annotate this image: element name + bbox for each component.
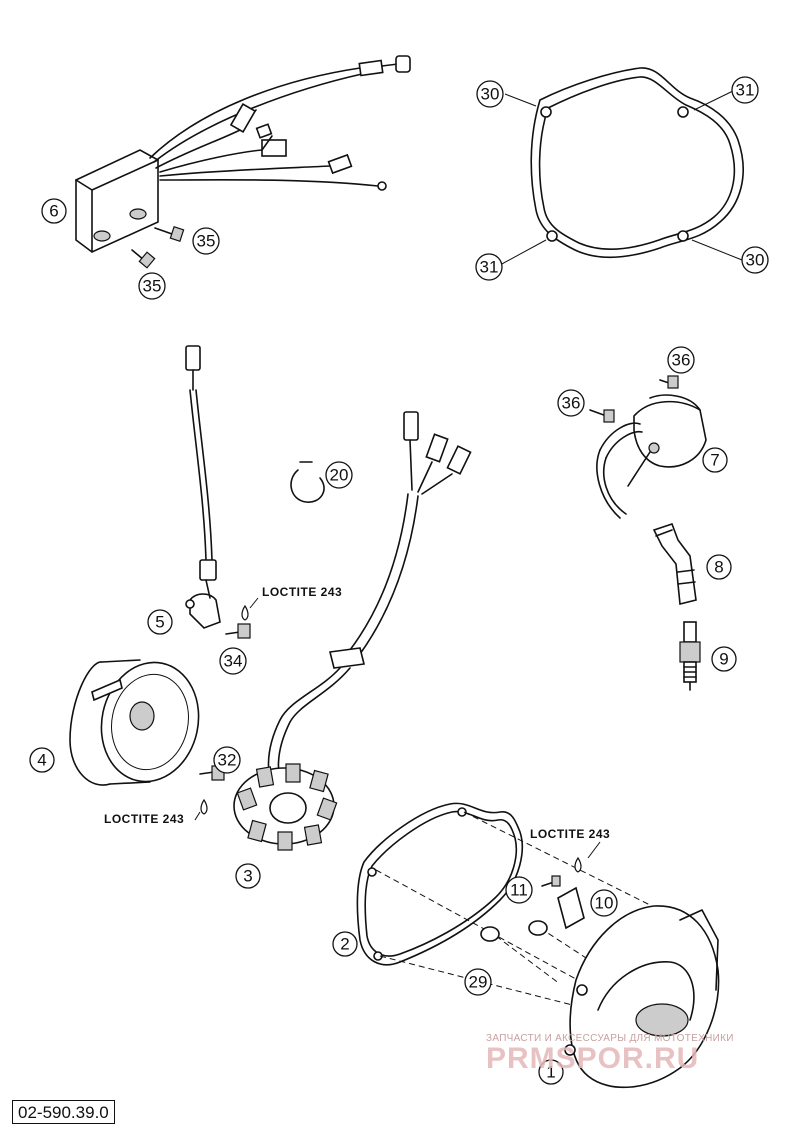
svg-text:7: 7 [710, 451, 719, 470]
callout-35a: 35 [192, 227, 220, 255]
bolt-icon [541, 875, 561, 887]
callout-20: 20 [325, 461, 353, 489]
callout-1: 1 [538, 1059, 564, 1085]
callout-30a: 30 [476, 80, 504, 108]
stator-icon [233, 763, 338, 851]
ignition-cover-icon [564, 905, 720, 1089]
callout-30b: 30 [741, 246, 769, 274]
loctite-label: LOCTITE 243 [262, 585, 342, 599]
watermark-brand: PRMSPOR.RU [486, 1042, 700, 1075]
watermark-tagline: ЗАПЧАСТИ И АКСЕССУАРЫ ДЛЯ МОТОТЕХНИКИ [486, 1033, 734, 1044]
svg-text:31: 31 [736, 81, 755, 100]
gasket-icon [356, 802, 523, 966]
svg-text:32: 32 [218, 751, 237, 770]
loctite-label-group: LOCTITE 243 LOCTITE 243 LOCTITE 243 [104, 585, 610, 841]
svg-text:2: 2 [340, 935, 349, 954]
svg-text:36: 36 [562, 394, 581, 413]
svg-text:4: 4 [37, 751, 46, 770]
callout-35b: 35 [138, 272, 166, 300]
stator-cable-icon [267, 411, 472, 781]
callout-29: 29 [464, 968, 492, 996]
callout-34: 34 [219, 647, 247, 675]
svg-text:30: 30 [746, 251, 765, 270]
spark-plug-cap-icon [652, 522, 697, 606]
svg-text:9: 9 [719, 650, 728, 669]
bracket-icon [557, 886, 585, 930]
cdi-unit-icon [75, 149, 159, 253]
svg-text:30: 30 [481, 85, 500, 104]
svg-text:10: 10 [595, 894, 614, 913]
loctite-label: LOCTITE 243 [530, 827, 610, 841]
dowel-pin-icon [480, 920, 548, 942]
pickup-sensor-icon [185, 345, 221, 629]
callout-32: 32 [213, 746, 241, 774]
watermark: ЗАПЧАСТИ И АКСЕССУАРЫ ДЛЯ МОТОТЕХНИКИ PR… [486, 1033, 786, 1076]
svg-text:36: 36 [672, 351, 691, 370]
svg-text:5: 5 [155, 613, 164, 632]
spark-plug-icon [679, 621, 701, 691]
svg-text:35: 35 [197, 232, 216, 251]
callout-7: 7 [702, 447, 728, 473]
callout-5: 5 [147, 609, 173, 635]
svg-text:29: 29 [469, 973, 488, 992]
bolt-icon [225, 623, 251, 639]
loctite-drop-icon [200, 604, 582, 873]
svg-text:11: 11 [510, 881, 528, 900]
wiring-harness-icon [149, 55, 411, 191]
bolt-icon [131, 225, 185, 269]
gasket-icon [499, 67, 744, 266]
svg-text:8: 8 [714, 558, 723, 577]
callout-6: 6 [41, 198, 67, 224]
diagram-code: 02-590.39.0 [12, 1100, 115, 1124]
ignition-coil-icon [589, 375, 707, 519]
svg-text:6: 6 [49, 202, 58, 221]
svg-text:34: 34 [224, 652, 243, 671]
callout-4: 4 [29, 747, 55, 773]
clamp-icon [290, 461, 325, 503]
callout-36a: 36 [667, 346, 695, 374]
loctite-label: LOCTITE 243 [104, 812, 184, 826]
callout-31a: 31 [731, 76, 759, 104]
callout-3: 3 [235, 863, 261, 889]
loctite-leader-lines [194, 597, 601, 859]
svg-text:31: 31 [480, 258, 499, 277]
callout-8: 8 [706, 554, 732, 580]
svg-text:35: 35 [143, 277, 162, 296]
callout-11: 11 [505, 876, 533, 904]
callout-9: 9 [711, 646, 737, 672]
callout-36b: 36 [557, 389, 585, 417]
svg-text:3: 3 [243, 867, 252, 886]
flywheel-rotor-icon [69, 659, 200, 786]
callout-31b: 31 [475, 253, 503, 281]
svg-text:20: 20 [330, 466, 349, 485]
svg-text:1: 1 [546, 1063, 555, 1082]
callout-10: 10 [590, 889, 618, 917]
callout-2: 2 [332, 931, 358, 957]
